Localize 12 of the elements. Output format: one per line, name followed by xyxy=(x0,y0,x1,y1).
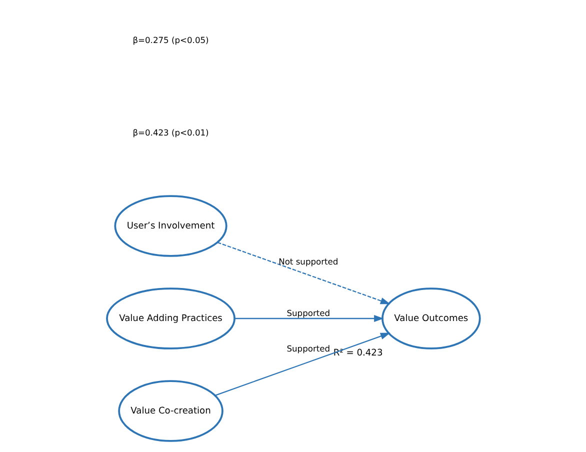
label: β=0.275 (p<0.05) xyxy=(132,35,208,46)
edge-label: Not supported xyxy=(278,256,338,267)
label: β=0.423 (p<0.01) xyxy=(132,128,208,138)
arrow xyxy=(234,315,384,322)
node-ellipse: Value Outcomes xyxy=(381,288,480,350)
arrow xyxy=(216,242,390,304)
arrow xyxy=(214,332,390,396)
edge-label: Supported xyxy=(286,308,330,318)
node-ellipse: Value Adding Practices xyxy=(106,288,235,350)
edge-label: Supported xyxy=(286,344,330,354)
node-ellipse: Value Co-creation xyxy=(118,380,223,442)
node-ellipse: User’s Involvement xyxy=(114,195,227,257)
